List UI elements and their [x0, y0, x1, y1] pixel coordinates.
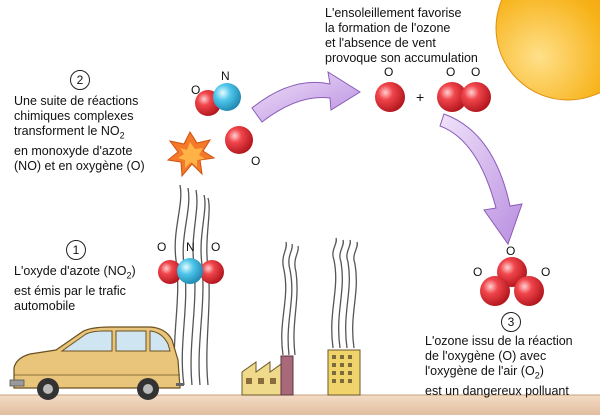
factory	[241, 349, 361, 396]
o-label-atom: O	[384, 65, 394, 79]
arrow-to-ozone	[439, 113, 523, 246]
ozone-molecule	[480, 257, 544, 306]
o-label-no: O	[191, 83, 201, 97]
o-label-single: O	[251, 154, 261, 168]
step-2-badge: 2	[70, 70, 90, 90]
o-label-ozone-top: O	[506, 244, 516, 258]
car-exhaust-smoke	[173, 184, 210, 386]
o-label-ozone-right: O	[541, 265, 551, 279]
step-2-text: Une suite de réactions chimiques complex…	[14, 94, 145, 173]
n-label-no: N	[221, 69, 230, 83]
step-1-badge: 1	[66, 240, 86, 260]
o-atom-step2	[225, 126, 253, 154]
car	[9, 326, 184, 400]
reaction-burst	[166, 130, 216, 178]
n-label-no2: N	[186, 240, 195, 254]
arrow-to-ozone-formation	[251, 70, 361, 123]
step-3-text: L'ozone issu de la réaction de l'oxygène…	[425, 334, 573, 398]
sun	[495, 0, 600, 101]
step-3-badge: 3	[501, 312, 521, 332]
no-molecule	[195, 83, 241, 116]
ground	[0, 395, 600, 415]
factory-smoke	[281, 237, 358, 356]
step-1-text: L'oxyde d'azote (NO2) est émis par le tr…	[14, 264, 136, 313]
plus-sign: +	[416, 89, 425, 105]
o-plus-o2	[375, 82, 491, 112]
sunlight-text: L'ensoleillement favorise la formation d…	[325, 6, 478, 65]
o-label-o2-left: O	[446, 65, 456, 79]
o-label-o2-right: O	[471, 65, 481, 79]
o-label-no2-right: O	[211, 240, 221, 254]
o-label-no2-left: O	[157, 240, 167, 254]
o-label-ozone-left: O	[473, 265, 483, 279]
no2-molecule-exhaust	[158, 258, 224, 284]
